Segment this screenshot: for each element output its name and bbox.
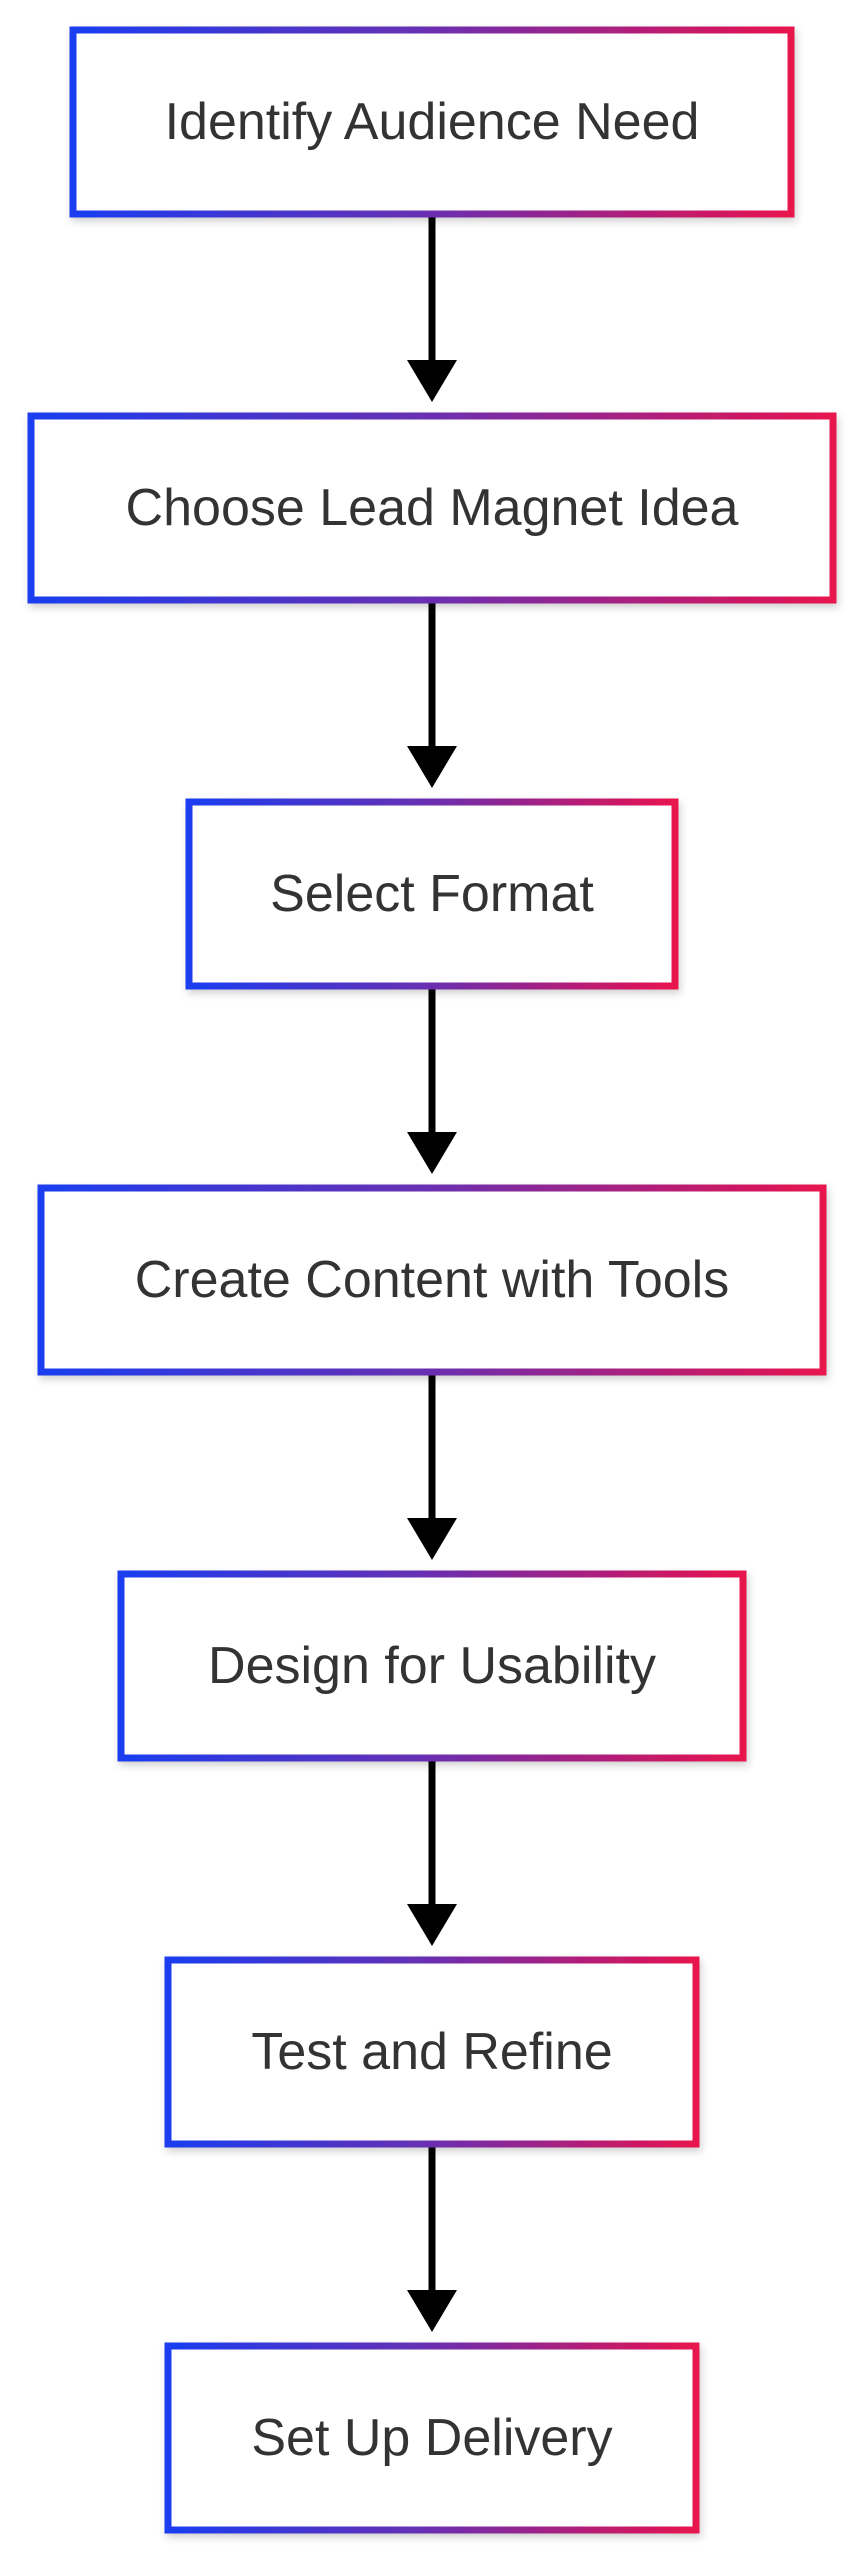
flow-node-box (117, 1570, 747, 1762)
flow-arrow-3 (407, 989, 457, 1174)
flow-node-1: Identify Audience Need (69, 26, 795, 218)
flow-node-label: Design for Usability (208, 1637, 656, 1695)
arrow-head-icon (407, 1518, 457, 1560)
flow-node-box (164, 1956, 700, 2148)
flow-node-label: Test and Refine (251, 2023, 612, 2081)
flow-node-label: Identify Audience Need (165, 93, 700, 151)
flow-node-box (27, 412, 837, 604)
flow-arrow-1 (407, 217, 457, 402)
flow-arrow-6 (407, 2147, 457, 2332)
edges-layer (407, 217, 457, 2332)
flow-node-2: Choose Lead Magnet Idea (27, 412, 837, 604)
flow-node-7: Set Up Delivery (164, 2342, 700, 2534)
flow-node-box (185, 798, 679, 990)
flow-node-5: Design for Usability (117, 1570, 747, 1762)
arrow-head-icon (407, 2290, 457, 2332)
flow-arrow-4 (407, 1375, 457, 1560)
flow-arrow-2 (407, 603, 457, 788)
flow-node-box (164, 2342, 700, 2534)
flow-node-box (69, 26, 795, 218)
flow-node-6: Test and Refine (164, 1956, 700, 2148)
flow-node-label: Create Content with Tools (135, 1251, 729, 1309)
arrow-head-icon (407, 1904, 457, 1946)
arrow-head-icon (407, 1132, 457, 1174)
flow-arrow-5 (407, 1761, 457, 1946)
flow-node-label: Select Format (270, 865, 594, 923)
flow-node-label: Set Up Delivery (251, 2409, 612, 2467)
arrow-head-icon (407, 746, 457, 788)
flow-node-label: Choose Lead Magnet Idea (126, 479, 739, 537)
arrow-head-icon (407, 360, 457, 402)
flow-node-4: Create Content with Tools (37, 1184, 827, 1376)
flow-node-3: Select Format (185, 798, 679, 990)
flow-node-box (37, 1184, 827, 1376)
